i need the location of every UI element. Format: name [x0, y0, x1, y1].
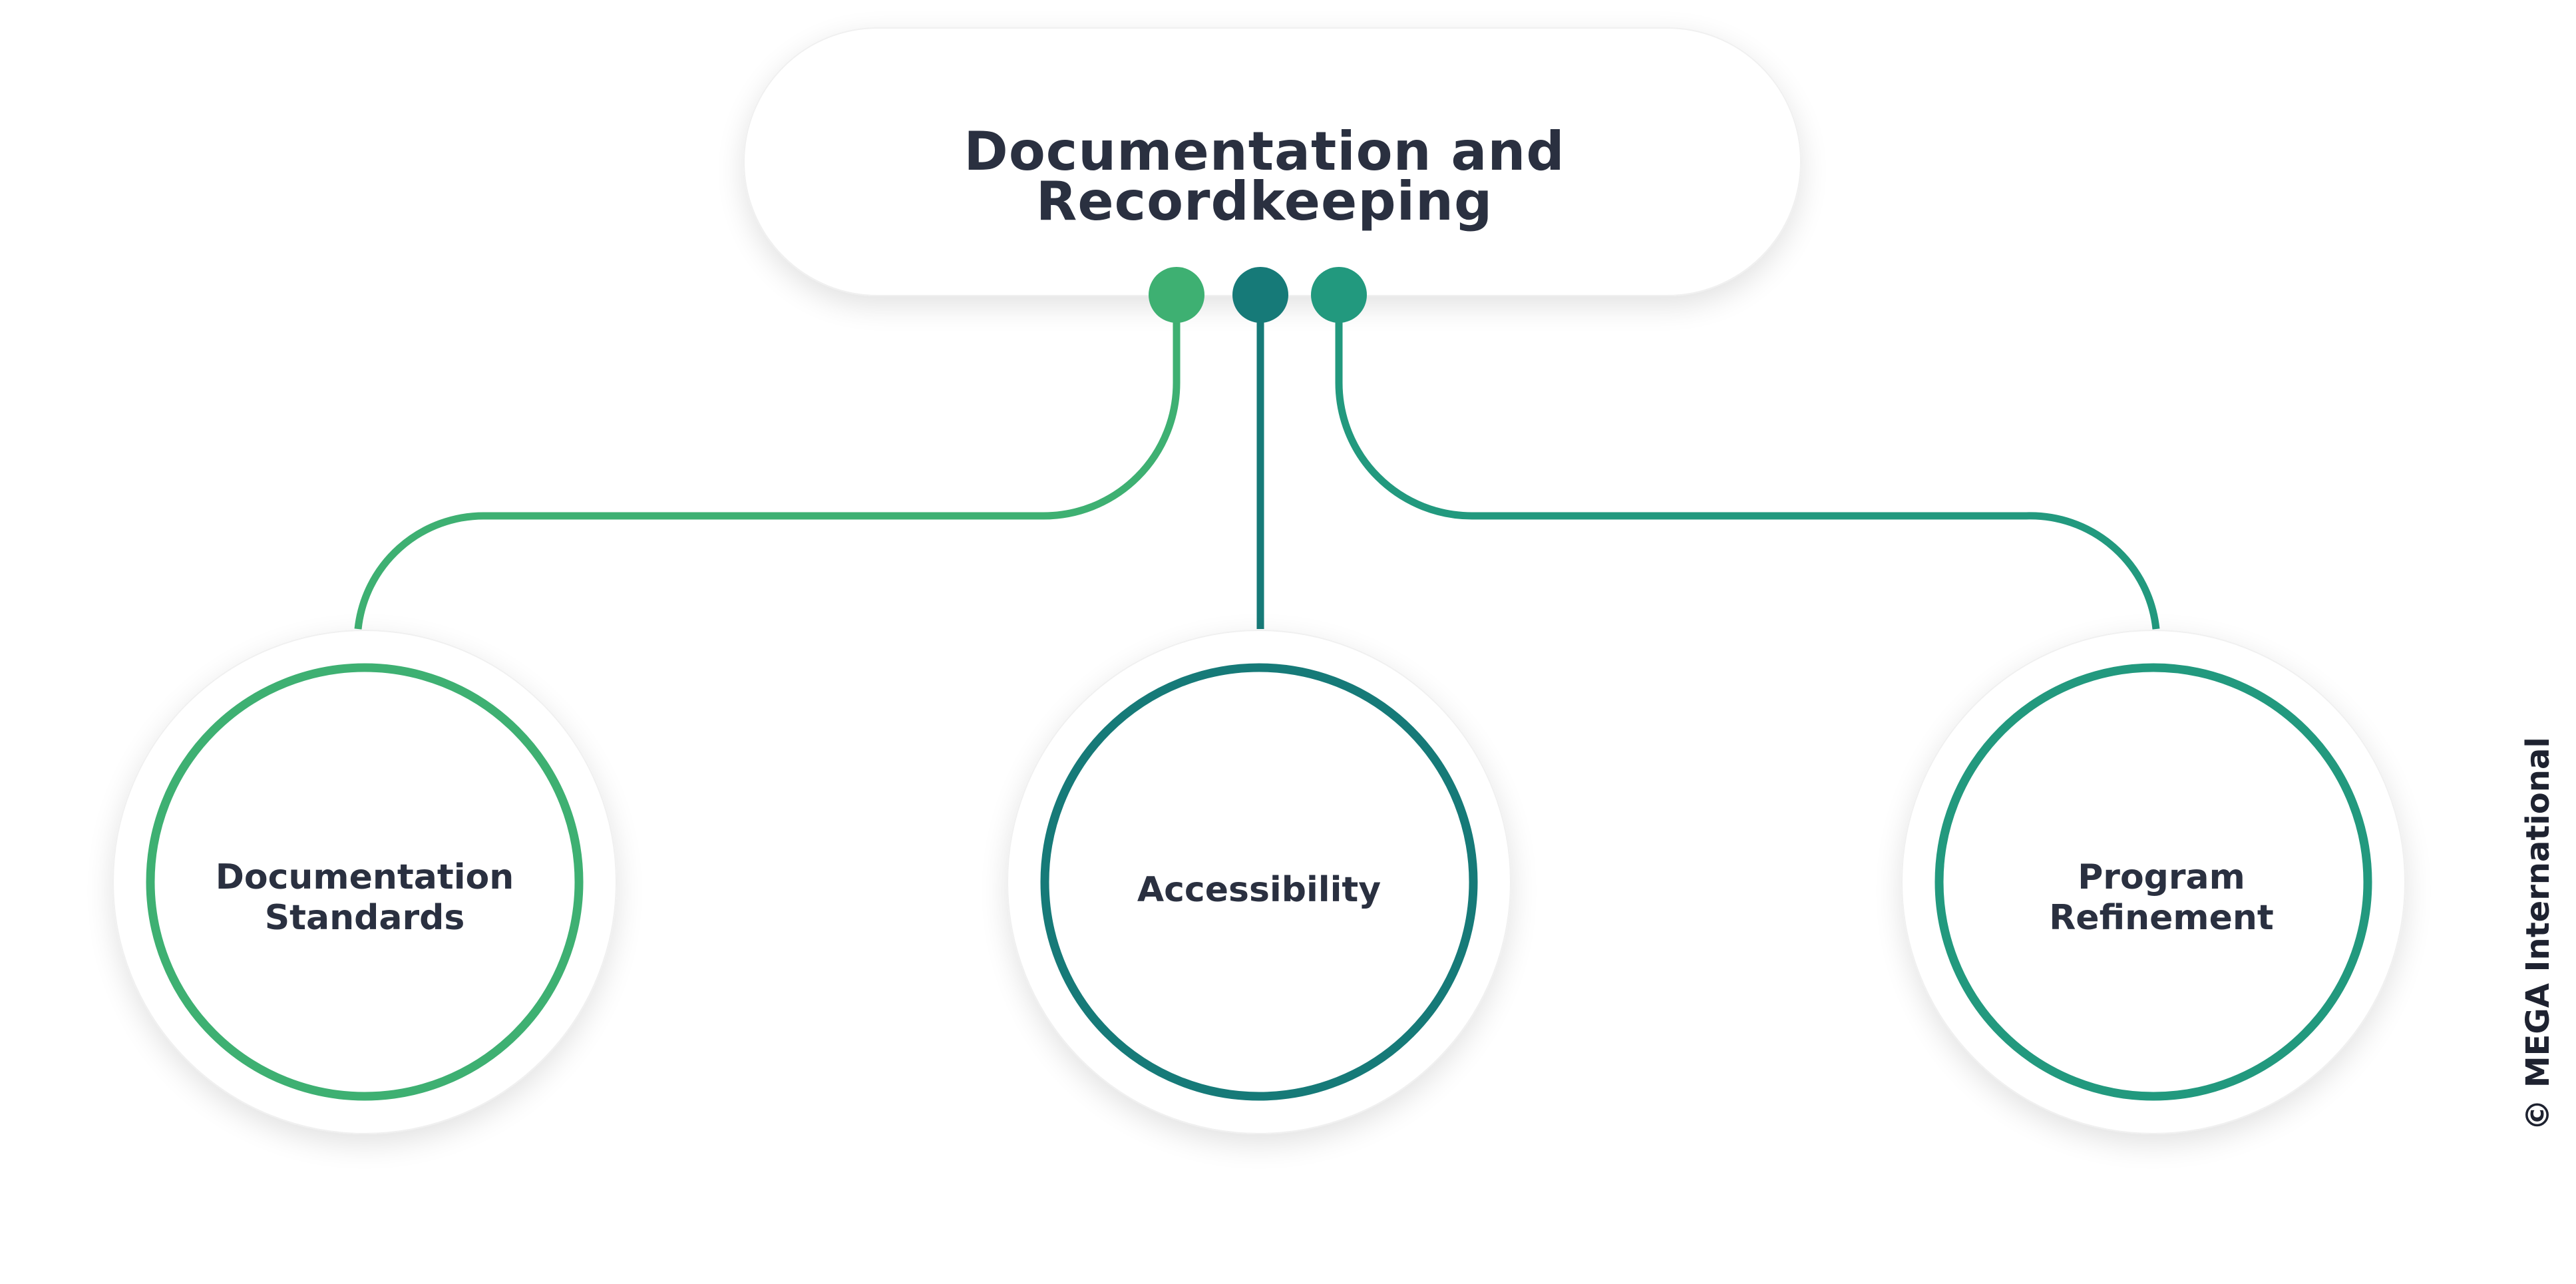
- connector-left: [354, 296, 1181, 630]
- connector-dot-center: [1232, 267, 1288, 323]
- connector-dot-left: [1149, 267, 1204, 323]
- node-label: Accessibility: [1137, 870, 1381, 910]
- copyright-text: © MEGA International: [2519, 737, 2557, 1131]
- connector-right: [1335, 296, 2160, 630]
- node-label-line-2: Refinement: [2049, 898, 2273, 938]
- node-label-line-1: Documentation: [216, 857, 514, 897]
- node-ring: [1040, 663, 1478, 1101]
- node-ring: [1934, 663, 2372, 1101]
- node-label-line-2: Standards: [265, 898, 465, 938]
- title-box: Documentation and Recordkeeping: [743, 27, 1801, 296]
- node-documentation-standards: Documentation Standards: [112, 630, 617, 1134]
- title-line-2: Recordkeeping: [1036, 170, 1493, 232]
- connector-dot-right: [1311, 267, 1367, 323]
- node-ring: [146, 663, 584, 1101]
- node-accessibility: Accessibility: [1007, 630, 1511, 1134]
- node-program-refinement: Program Refinement: [1901, 630, 2406, 1134]
- node-label-line-1: Program: [2078, 857, 2245, 897]
- title-line-1: Documentation and: [964, 120, 1564, 182]
